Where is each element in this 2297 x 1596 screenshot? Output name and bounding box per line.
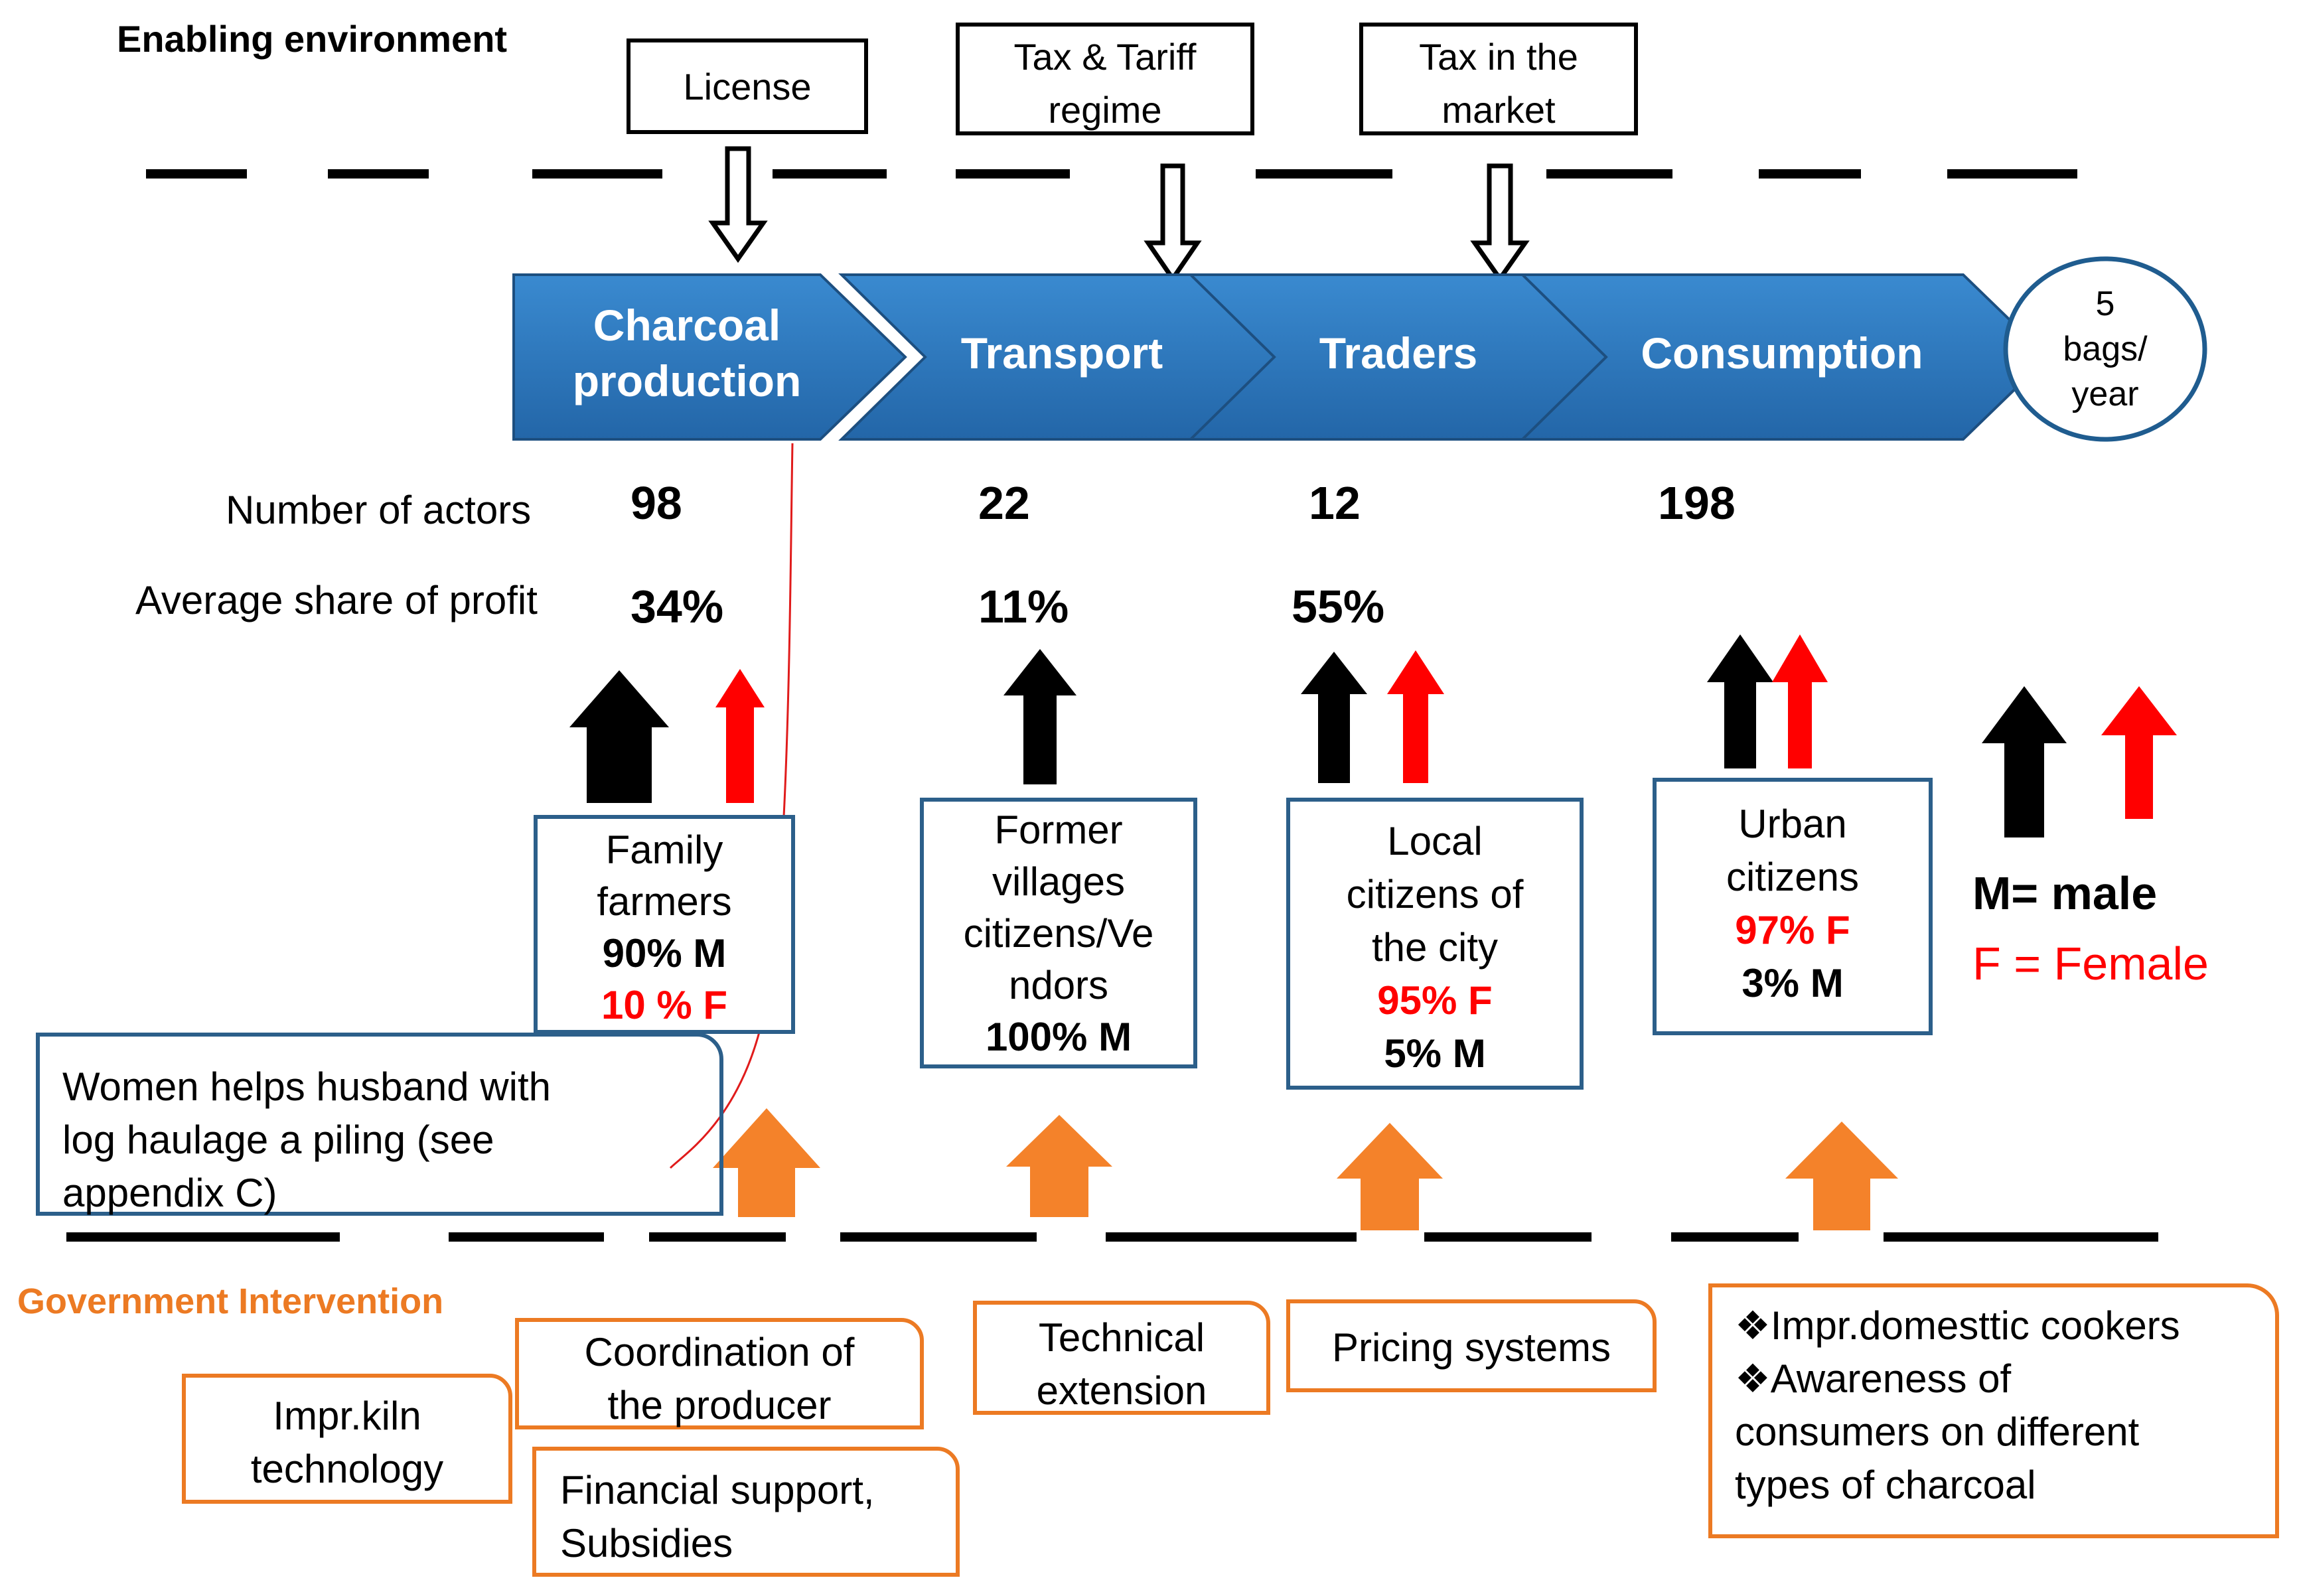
gov-box-coordination: Coordination of the producer: [515, 1318, 924, 1429]
stage-transport-label: Transport: [960, 328, 1163, 378]
government-arrow-icon-1: [713, 1108, 820, 1217]
gov-financial-line1: Financial support,: [560, 1468, 875, 1512]
male-arrow-icon-2: [1003, 649, 1076, 784]
policy-tax-tariff-line1: Tax & Tariff: [1013, 36, 1197, 78]
tax-market-arrow-icon: [1470, 163, 1530, 283]
gov-pricing-line1: Pricing systems: [1331, 1325, 1611, 1370]
license-arrow-icon: [708, 146, 768, 263]
actor-local-female-share: 95% F: [1377, 978, 1493, 1023]
gov-consumers-line2: ❖Awareness of: [1735, 1356, 2012, 1401]
actor-local-line3: the city: [1371, 925, 1499, 970]
policy-license-label: License: [683, 66, 812, 108]
gov-coordination-line1: Coordination of: [584, 1330, 855, 1374]
legend-male-arrow-icon: [1982, 686, 2067, 837]
gov-consumers-line1: ❖Impr.domesttic cookers: [1735, 1303, 2180, 1348]
gov-box-financial-support: Financial support, Subsidies: [532, 1447, 960, 1577]
profit-value-transport: 11%: [978, 581, 1069, 632]
stage-charcoal-production-shape: [512, 273, 907, 441]
gov-box-consumers: ❖Impr.domesttic cookers ❖Awareness of co…: [1708, 1283, 2279, 1538]
legend-male-label: M= male: [1972, 867, 2158, 919]
actor-box-urban-citizens: Urban citizens 97% F 3% M: [1653, 778, 1933, 1035]
gov-technical-line1: Technical: [1038, 1315, 1205, 1360]
consumption-rate-line1: 5: [2095, 285, 2115, 323]
gov-coordination-line2: the producer: [607, 1383, 832, 1427]
stage-consumption-shape: [1519, 273, 2050, 441]
government-arrow-icon-4: [1785, 1122, 1898, 1230]
actor-vendors-line2: villages: [992, 859, 1126, 904]
government-arrow-icon-2: [1006, 1115, 1112, 1217]
stage-traders-label: Traders: [1319, 328, 1478, 378]
policy-tax-market-line1: Tax in the: [1419, 36, 1578, 78]
actor-vendors-line3: citizens/Ve: [963, 911, 1154, 956]
female-arrow-icon-1: [715, 669, 765, 803]
gov-box-technical-extension: Technical extension: [973, 1301, 1270, 1415]
actor-local-line1: Local: [1387, 819, 1483, 863]
policy-tax-tariff-line2: regime: [1048, 89, 1162, 131]
actor-local-line2: citizens of: [1346, 872, 1524, 916]
gov-financial-line2: Subsidies: [560, 1521, 733, 1565]
female-arrow-icon-3: [1387, 650, 1444, 783]
policy-box-tax-tariff: Tax & Tariff regime: [956, 23, 1254, 135]
actor-urban-line1: Urban: [1738, 802, 1847, 846]
gov-kiln-line2: technology: [250, 1447, 444, 1491]
gov-box-kiln-technology: Impr.kiln technology: [182, 1374, 512, 1504]
stage-charcoal-line1: Charcoal: [593, 301, 781, 350]
profit-label: Average share of profit: [135, 578, 538, 622]
stage-consumption-label: Consumption: [1641, 328, 1923, 378]
profit-value-traders: 55%: [1292, 581, 1385, 632]
actor-family-line1: Family: [605, 828, 723, 872]
actor-family-female-share: 10 % F: [601, 983, 728, 1027]
actor-urban-line2: citizens: [1726, 855, 1860, 899]
consumption-rate-line2: bags/: [2063, 330, 2148, 368]
male-arrow-icon-3: [1301, 652, 1367, 783]
gov-consumers-line4: types of charcoal: [1735, 1463, 2036, 1507]
actor-family-male-share: 90% M: [602, 931, 727, 976]
actor-urban-female-share: 97% F: [1735, 908, 1850, 952]
actors-value-traders: 12: [1309, 477, 1361, 529]
legend-female-arrow-icon: [2101, 686, 2177, 819]
actor-vendors-line4: ndors: [1008, 963, 1109, 1007]
actor-box-vendors: Former villages citizens/Ve ndors 100% M: [920, 798, 1197, 1068]
government-intervention-title: Government Intervention: [17, 1281, 444, 1321]
tax-tariff-arrow-icon: [1144, 163, 1202, 283]
consumption-rate-line3: year: [2071, 375, 2139, 413]
women-note-line2: log haulage a piling (see: [62, 1118, 494, 1162]
consumption-rate-text: 5 bags/ year: [2032, 281, 2178, 417]
gov-technical-line2: extension: [1036, 1368, 1207, 1413]
legend-female-prefix: F =: [1972, 938, 2041, 989]
women-note-line1: Women helps husband with: [62, 1064, 551, 1109]
legend-female-word: Female: [2053, 938, 2209, 989]
women-note-box: Women helps husband with log haulage a p…: [36, 1033, 723, 1216]
actors-label: Number of actors: [226, 488, 532, 532]
policy-tax-market-line2: market: [1442, 89, 1556, 131]
stage-charcoal-production-label: Charcoal production: [531, 297, 843, 409]
enabling-environment-title: Enabling environment: [117, 18, 508, 60]
gov-box-pricing-systems: Pricing systems: [1286, 1299, 1657, 1392]
policy-box-license: License: [627, 38, 868, 134]
gov-kiln-line1: Impr.kiln: [273, 1394, 421, 1438]
actors-value-transport: 22: [978, 477, 1030, 529]
male-arrow-icon-4: [1707, 634, 1773, 768]
actors-value-consumption: 198: [1658, 477, 1736, 529]
actor-vendors-male-share: 100% M: [985, 1015, 1132, 1059]
actors-value-production: 98: [630, 477, 682, 529]
consumption-rate-circle: [2003, 256, 2207, 442]
actor-box-local-citizens: Local citizens of the city 95% F 5% M: [1286, 798, 1584, 1090]
legend-female-label: F = Female: [1972, 937, 2209, 990]
profit-value-production: 34%: [630, 581, 724, 632]
actor-vendors-line1: Former: [994, 808, 1123, 852]
stage-charcoal-line2: production: [572, 356, 802, 405]
female-arrow-icon-4: [1772, 634, 1828, 768]
male-arrow-icon-1: [569, 670, 669, 803]
actor-box-family-farmers: Family farmers 90% M 10 % F: [534, 815, 795, 1034]
women-note-line3: appendix C): [62, 1171, 277, 1215]
policy-box-tax-market: Tax in the market: [1359, 23, 1638, 135]
actor-local-male-share: 5% M: [1384, 1031, 1486, 1076]
gov-consumers-line3: consumers on different: [1735, 1410, 2140, 1454]
government-arrow-icon-3: [1337, 1123, 1443, 1230]
actor-family-line2: farmers: [597, 879, 732, 924]
actor-urban-male-share: 3% M: [1741, 961, 1844, 1005]
